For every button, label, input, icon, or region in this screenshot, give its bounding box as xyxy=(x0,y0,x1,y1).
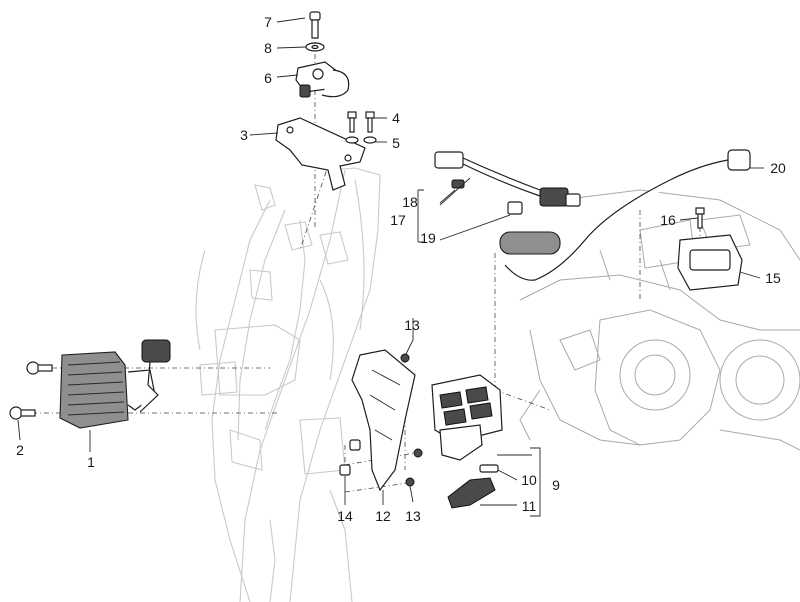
callout-14: 14 xyxy=(337,508,353,524)
callout-5: 5 xyxy=(392,135,400,151)
part-15-ignition-coil xyxy=(677,234,743,291)
part-5-washers xyxy=(345,136,377,144)
part-1-regulator xyxy=(59,339,171,429)
callout-8: 8 xyxy=(264,40,272,56)
callout-9: 9 xyxy=(552,477,560,493)
part-4-screws xyxy=(347,111,375,133)
callout-10: 10 xyxy=(521,472,537,488)
callout-18: 18 xyxy=(402,194,418,210)
callout-3: 3 xyxy=(240,127,248,143)
part-10-ecu xyxy=(431,374,503,461)
part-14-nut xyxy=(339,439,361,476)
part-8-washer xyxy=(305,42,325,52)
callout-4: 4 xyxy=(392,110,400,126)
callout-20: 20 xyxy=(770,160,786,176)
engine-block xyxy=(519,189,800,451)
part-11-key xyxy=(447,464,499,509)
part-6-sensor xyxy=(295,61,350,98)
callout-6: 6 xyxy=(264,70,272,86)
scooter-frame xyxy=(195,167,381,602)
callout-13-bottom: 13 xyxy=(405,508,421,524)
callout-13-top: 13 xyxy=(404,317,420,333)
leader-lines xyxy=(17,17,764,517)
part-17-cable xyxy=(434,151,581,207)
callout-7: 7 xyxy=(264,14,272,30)
part-20-ht-cable xyxy=(499,149,751,281)
callout-15: 15 xyxy=(765,270,781,286)
part-18-clip xyxy=(451,179,465,189)
callout-11: 11 xyxy=(521,498,537,514)
callout-12: 12 xyxy=(375,508,391,524)
callout-2: 2 xyxy=(16,442,24,458)
part-7-screw xyxy=(309,11,321,39)
part-19-clamp xyxy=(507,201,523,215)
callout-1: 1 xyxy=(87,454,95,470)
part-16-screw xyxy=(695,207,705,229)
part-13-screws xyxy=(400,353,423,487)
callout-19: 19 xyxy=(420,230,436,246)
part-2-bolts xyxy=(9,361,53,420)
callout-17: 17 xyxy=(390,212,406,228)
callout-16: 16 xyxy=(660,212,676,228)
part-12-support xyxy=(351,349,416,492)
